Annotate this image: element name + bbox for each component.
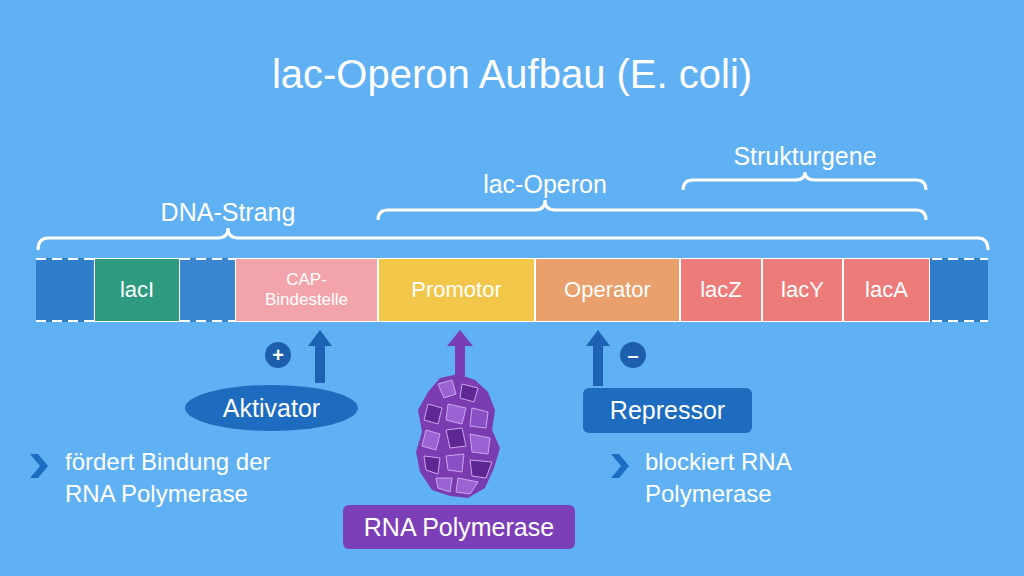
blob-part (456, 478, 478, 494)
blob-part (438, 380, 456, 398)
gene-segment: lacZ (680, 258, 762, 322)
binding-site-segment: CAP-Bindestelle (235, 258, 378, 322)
node-text: + (272, 345, 284, 365)
blob-part (446, 454, 464, 472)
arrow-shaft (593, 346, 603, 386)
node-text: lacA (865, 277, 908, 302)
polymerase-illustration (416, 374, 500, 498)
text-label: lac-Operon (483, 168, 607, 202)
node-text: Promotor (411, 277, 501, 302)
node-text: CAP-Bindestelle (252, 270, 362, 309)
arrow-head (586, 330, 610, 346)
text-label: fördert Bindung der RNA Polymerase (65, 446, 320, 511)
node-text: lacI (120, 277, 154, 302)
arrow-shaft (315, 346, 325, 383)
blob-part (446, 428, 466, 448)
activation-arrow (586, 330, 610, 386)
gene-segment: lacA (843, 258, 930, 322)
operator-segment: Operator (535, 258, 680, 322)
brace (683, 172, 926, 190)
blob-part (460, 384, 478, 402)
blob-part (422, 430, 440, 450)
promoter-segment: Promotor (378, 258, 535, 322)
activator-ellipse: Aktivator (185, 385, 358, 431)
blob-part (424, 456, 440, 474)
arrow-head (447, 330, 473, 346)
node-text: RNA Polymerase (364, 513, 554, 542)
node-text: lacY (781, 277, 824, 302)
node-text: Aktivator (223, 394, 320, 423)
blob-part (470, 460, 492, 478)
arrow-shaft (455, 344, 465, 376)
blob-part (424, 404, 442, 424)
sign-circle: + (265, 342, 291, 368)
brace (378, 200, 926, 220)
sign-circle: – (620, 342, 646, 368)
brace (38, 228, 988, 250)
repressor-box: Repressor (583, 388, 752, 433)
text-label: DNA-Strang (161, 196, 296, 230)
chevron (611, 454, 629, 478)
gene-segment: lacI (94, 258, 180, 322)
blob-part (446, 404, 466, 424)
text-label: blockiert RNA Polymerase (645, 446, 885, 511)
polymerase-label-box: RNA Polymerase (343, 505, 575, 549)
text-label: Strukturgene (733, 140, 876, 174)
arrow-head (308, 330, 332, 346)
blob-part (470, 408, 488, 428)
node-text: – (627, 345, 638, 365)
dna-end (36, 258, 92, 322)
dna-band (36, 258, 988, 322)
chevron (30, 454, 48, 478)
gene-segment: lacY (762, 258, 843, 322)
node-text: Operator (564, 277, 651, 302)
title: lac-Operon Aufbau (E. coli) (0, 52, 1024, 97)
node-text: lacZ (700, 277, 742, 302)
blob-part (470, 434, 490, 454)
activation-arrow (308, 330, 332, 383)
dna-end (930, 258, 988, 322)
blob (416, 374, 500, 498)
node-text: Repressor (610, 396, 725, 425)
blob-part (436, 478, 452, 492)
